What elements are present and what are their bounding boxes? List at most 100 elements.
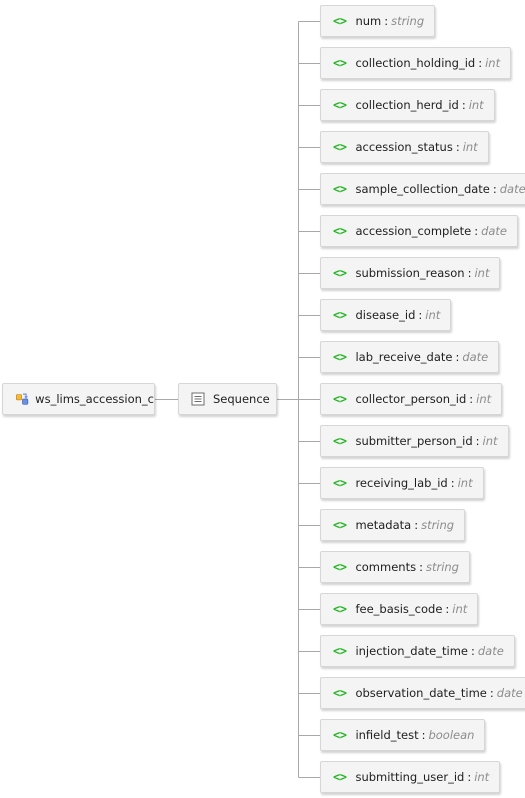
element-name: collection_holding_id [355, 56, 476, 70]
root-label: ws_lims_accession_c [35, 392, 154, 406]
element-node-infield-test[interactable]: <> infield_test:boolean [320, 719, 486, 751]
element-name: receiving_lab_id [355, 476, 448, 490]
element-icon: <> [333, 182, 347, 196]
element-node-sample-collection-date[interactable]: <> sample_collection_date:date [320, 173, 525, 205]
element-icon: <> [333, 686, 347, 700]
element-node-accession-status[interactable]: <> accession_status:int [320, 131, 489, 163]
type-separator: : [418, 308, 423, 322]
element-node-collection-holding-id[interactable]: <> collection_holding_id:int [320, 47, 512, 79]
type-separator: : [421, 728, 426, 742]
root-complex-type-node[interactable]: ws_lims_accession_c [2, 383, 155, 415]
element-type: date [462, 350, 489, 364]
element-node-collector-person-id[interactable]: <> collector_person_id:int [320, 383, 503, 415]
element-type: string [425, 560, 459, 574]
type-separator: : [475, 434, 480, 448]
element-name: submitting_user_id [355, 770, 465, 784]
element-icon: <> [333, 476, 347, 490]
type-separator: : [469, 392, 474, 406]
type-separator: : [461, 98, 466, 112]
element-type: int [468, 98, 484, 112]
element-node-comments[interactable]: <> comments:string [320, 551, 470, 583]
element-name: accession_status [355, 140, 453, 154]
element-type: int [462, 140, 478, 154]
element-type: int [457, 476, 473, 490]
element-name: collection_herd_id [355, 98, 459, 112]
element-name: submission_reason [355, 266, 465, 280]
type-separator: : [467, 770, 472, 784]
element-icon: <> [333, 518, 347, 532]
element-name: num [355, 14, 382, 28]
element-name: submitter_person_id [355, 434, 473, 448]
element-node-receiving-lab-id[interactable]: <> receiving_lab_id:int [320, 467, 484, 499]
element-type: string [421, 518, 455, 532]
element-name: metadata [355, 518, 412, 532]
type-separator: : [414, 518, 419, 532]
element-node-accession-complete[interactable]: <> accession_complete:date [320, 215, 519, 247]
element-node-disease-id[interactable]: <> disease_id:int [320, 299, 452, 331]
element-type: int [425, 308, 441, 322]
element-icon: <> [333, 308, 347, 322]
sequence-label: Sequence [213, 392, 270, 406]
type-separator: : [467, 266, 472, 280]
element-icon: <> [333, 392, 347, 406]
element-name: accession_complete [355, 224, 472, 238]
element-name: collector_person_id [355, 392, 467, 406]
element-name: observation_date_time [355, 686, 487, 700]
type-separator: : [489, 686, 494, 700]
element-type: date [481, 224, 508, 238]
element-node-fee-basis-code[interactable]: <> fee_basis_code:int [320, 593, 479, 625]
element-type: int [482, 434, 498, 448]
element-name: disease_id [355, 308, 416, 322]
type-separator: : [419, 560, 423, 574]
element-name: sample_collection_date [355, 182, 490, 196]
element-icon: <> [333, 644, 347, 658]
element-type: int [474, 266, 490, 280]
element-node-metadata[interactable]: <> metadata:string [320, 509, 466, 541]
element-icon: <> [333, 56, 347, 70]
type-separator: : [450, 476, 455, 490]
element-icon: <> [333, 266, 347, 280]
type-separator: : [455, 140, 460, 154]
element-name: lab_receive_date [355, 350, 453, 364]
element-icon: <> [333, 224, 347, 238]
complex-type-icon [15, 393, 29, 405]
element-type: date [477, 644, 504, 658]
sequence-node[interactable]: Sequence [178, 383, 277, 415]
element-name: comments [355, 560, 417, 574]
type-separator: : [478, 56, 483, 70]
element-type: int [476, 392, 492, 406]
element-icon: <> [333, 14, 347, 28]
element-type: int [452, 602, 468, 616]
element-node-lab-receive-date[interactable]: <> lab_receive_date:date [320, 341, 500, 373]
element-node-submitting-user-id[interactable]: <> submitting_user_id:int [320, 761, 501, 793]
element-type: int [474, 770, 490, 784]
element-name: infield_test [355, 728, 419, 742]
element-icon: <> [333, 602, 347, 616]
element-node-num[interactable]: <>num:string [320, 5, 436, 37]
element-type: date [496, 686, 523, 700]
element-icon: <> [333, 560, 347, 574]
element-icon: <> [333, 770, 347, 784]
element-node-submission-reason[interactable]: <> submission_reason:int [320, 257, 501, 289]
type-separator: : [474, 224, 479, 238]
type-separator: : [455, 350, 460, 364]
element-type: date [499, 182, 525, 196]
element-node-injection-date-time[interactable]: <> injection_date_time:date [320, 635, 515, 667]
element-type: boolean [428, 728, 475, 742]
element-name: fee_basis_code [355, 602, 443, 616]
element-node-submitter-person-id[interactable]: <> submitter_person_id:int [320, 425, 509, 457]
element-icon: <> [333, 728, 347, 742]
type-separator: : [445, 602, 450, 616]
sequence-icon [191, 392, 205, 406]
element-node-collection-herd-id[interactable]: <> collection_herd_id:int [320, 89, 495, 121]
element-icon: <> [333, 350, 347, 364]
element-name: injection_date_time [355, 644, 468, 658]
element-icon: <> [333, 434, 347, 448]
element-icon: <> [333, 140, 347, 154]
element-icon: <> [333, 98, 347, 112]
element-type: string [391, 14, 425, 28]
element-type: int [485, 56, 501, 70]
element-node-observation-date-time[interactable]: <> observation_date_time:date [320, 677, 525, 709]
type-separator: : [492, 182, 497, 196]
type-separator: : [470, 644, 475, 658]
